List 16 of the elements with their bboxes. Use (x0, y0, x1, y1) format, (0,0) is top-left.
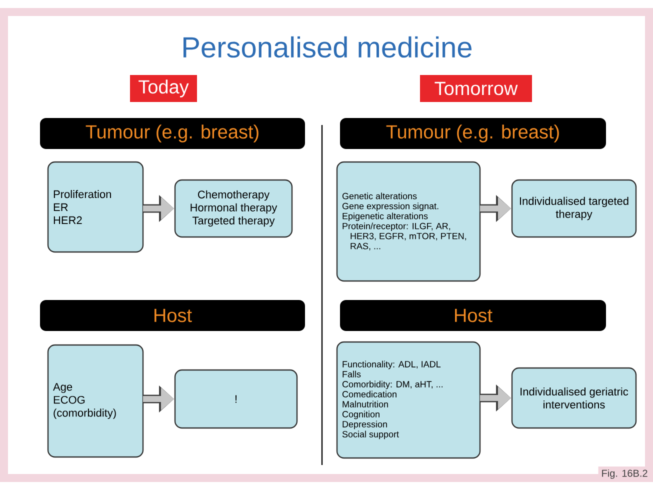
text-box: Individualised geriatric interventions (511, 367, 637, 429)
title: Personalised medicine (184, 36, 472, 58)
column-tag: Today (130, 75, 197, 102)
text-box: Individualised targeted therapy (511, 179, 637, 238)
text-box: Functionality: ADL, IADL Falls Comorbidity: DM, aHT, ... Comedication Malnutrition Cognition Depression Social support (336, 341, 481, 459)
text-box: Proliferation ER HER2 (47, 161, 144, 253)
section-header-band: Host (40, 300, 305, 331)
section-header-band: Host (340, 300, 606, 331)
section-header-band: Tumour (e.g. breast) (40, 118, 305, 149)
text-box: ! (174, 369, 298, 429)
section-header-band: Tumour (e.g. breast) (340, 118, 606, 149)
figure-number: Fig. 16B.2 (598, 466, 651, 482)
column-tag: Tomorrow (420, 75, 532, 102)
text-box: Genetic alterations Gene expression signat. Epigenetic alterations Protein/receptor: ILGF, AR, HER3, EGFR, mTOR, PTEN, RAS, ... (336, 161, 481, 282)
text-box: Chemotherapy Hormonal therapy Targeted therapy (174, 179, 293, 238)
text-box: Age ECOG (comorbidity) (47, 344, 144, 458)
